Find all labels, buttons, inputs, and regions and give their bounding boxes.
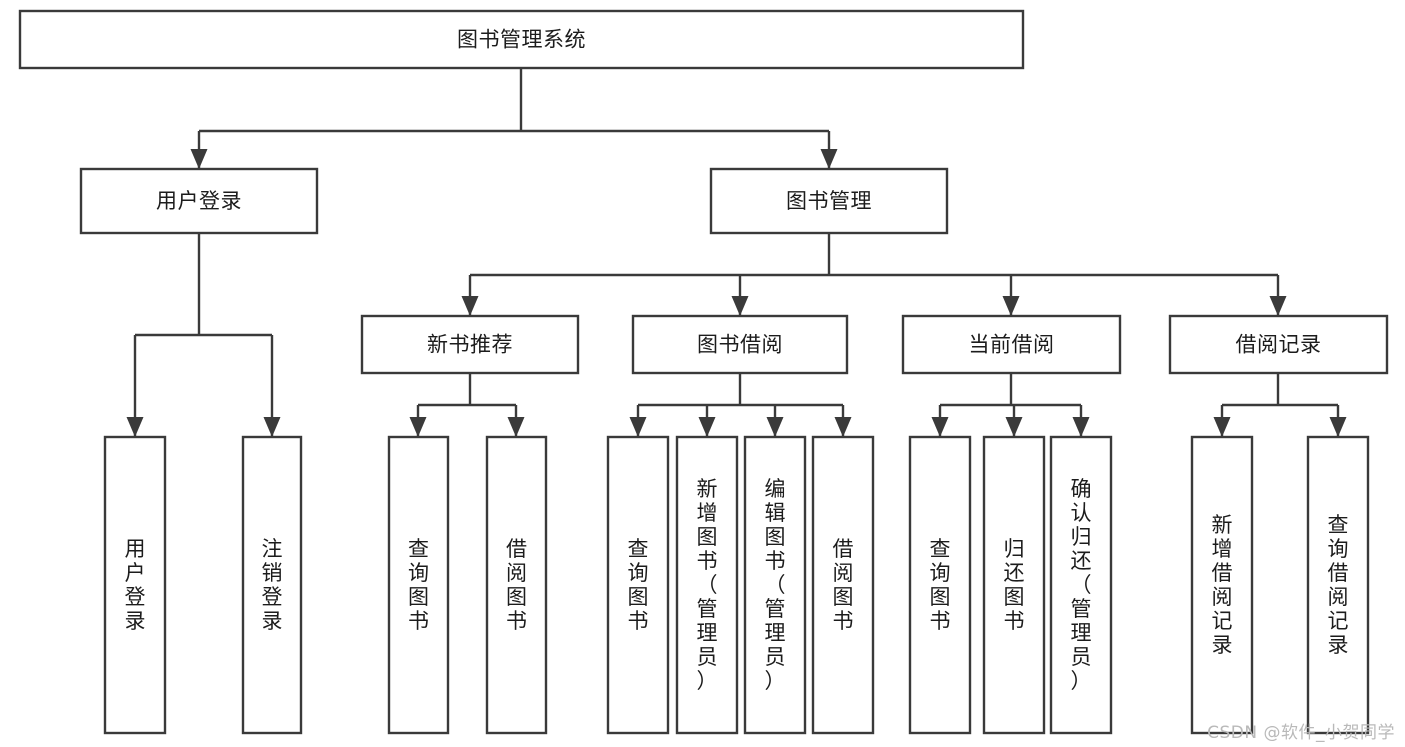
- node-label: 借阅记录: [1236, 333, 1322, 357]
- node-level2-用户登录[interactable]: 用户登录: [79, 167, 319, 235]
- node-label: 借阅图书: [833, 537, 854, 633]
- node-rect: [901, 314, 1122, 375]
- node-rect: [1306, 435, 1370, 735]
- node-leaf-确认归还（管理员）[interactable]: 确认归还（管理员）: [1049, 435, 1113, 735]
- node-label: 查询借阅记录: [1328, 513, 1349, 657]
- arrow-head-icon: [1005, 417, 1023, 437]
- node-label: 新增图书（管理员）: [697, 477, 718, 693]
- node-rect: [360, 314, 580, 375]
- node-label: 确认归还（管理员）: [1071, 477, 1092, 693]
- node-leaf-借阅图书[interactable]: 借阅图书: [485, 435, 548, 735]
- node-rect: [18, 9, 1025, 70]
- arrow-head-icon: [931, 417, 949, 437]
- node-leaf-查询借阅记录[interactable]: 查询借阅记录: [1306, 435, 1370, 735]
- node-level3-图书借阅[interactable]: 图书借阅: [631, 314, 849, 375]
- node-leaf-查询图书[interactable]: 查询图书: [908, 435, 972, 735]
- arrow-head-icon: [1269, 296, 1287, 316]
- node-rect: [606, 435, 670, 735]
- node-rect: [79, 167, 319, 235]
- node-label: 用户登录: [125, 537, 146, 633]
- node-root-图书管理系统[interactable]: 图书管理系统: [18, 9, 1025, 70]
- node-level3-新书推荐[interactable]: 新书推荐: [360, 314, 580, 375]
- arrow-head-icon: [461, 296, 479, 316]
- arrow-head-icon: [263, 417, 281, 437]
- node-leaf-注销登录[interactable]: 注销登录: [241, 435, 303, 735]
- node-label: 借阅图书: [506, 537, 527, 633]
- node-leaf-用户登录[interactable]: 用户登录: [103, 435, 167, 735]
- node-label: 图书借阅: [697, 333, 783, 357]
- arrow-head-icon: [698, 417, 716, 437]
- arrow-head-icon: [126, 417, 144, 437]
- node-label: 图书管理系统: [457, 28, 586, 52]
- node-rect: [485, 435, 548, 735]
- arrow-head-icon: [1002, 296, 1020, 316]
- arrow-head-icon: [820, 149, 838, 169]
- node-leaf-新增图书（管理员）[interactable]: 新增图书（管理员）: [675, 435, 739, 735]
- node-level3-借阅记录[interactable]: 借阅记录: [1168, 314, 1389, 375]
- arrow-head-icon: [766, 417, 784, 437]
- arrow-head-icon: [629, 417, 647, 437]
- node-leaf-查询图书[interactable]: 查询图书: [387, 435, 450, 735]
- arrow-head-icon: [1213, 417, 1231, 437]
- node-leaf-新增借阅记录[interactable]: 新增借阅记录: [1190, 435, 1254, 735]
- node-rect: [1049, 435, 1113, 735]
- node-leaf-借阅图书[interactable]: 借阅图书: [811, 435, 875, 735]
- connector-layer: [126, 68, 1347, 437]
- node-leaf-归还图书[interactable]: 归还图书: [982, 435, 1046, 735]
- node-rect: [908, 435, 972, 735]
- node-label: 查询图书: [628, 537, 649, 633]
- node-level3-当前借阅[interactable]: 当前借阅: [901, 314, 1122, 375]
- arrow-head-icon: [1072, 417, 1090, 437]
- node-rect: [743, 435, 807, 735]
- node-rect: [1190, 435, 1254, 735]
- node-leaf-查询图书[interactable]: 查询图书: [606, 435, 670, 735]
- node-rect: [387, 435, 450, 735]
- node-leaf-编辑图书（管理员）[interactable]: 编辑图书（管理员）: [743, 435, 807, 735]
- node-level2-图书管理[interactable]: 图书管理: [709, 167, 949, 235]
- node-rect: [631, 314, 849, 375]
- node-label: 查询图书: [930, 537, 951, 633]
- arrow-head-icon: [1329, 417, 1347, 437]
- node-layer: 图书管理系统用户登录图书管理新书推荐图书借阅当前借阅借阅记录用户登录注销登录查询…: [18, 9, 1389, 735]
- node-rect: [241, 435, 303, 735]
- node-label: 新书推荐: [427, 333, 513, 357]
- node-label: 当前借阅: [969, 333, 1055, 357]
- arrow-head-icon: [409, 417, 427, 437]
- arrow-head-icon: [190, 149, 208, 169]
- node-label: 新增借阅记录: [1212, 513, 1233, 657]
- csdn-watermark: CSDN @软件_小贺同学: [1207, 723, 1395, 743]
- node-label: 用户登录: [156, 189, 242, 213]
- node-rect: [811, 435, 875, 735]
- node-rect: [709, 167, 949, 235]
- arrow-head-icon: [731, 296, 749, 316]
- arrow-head-icon: [834, 417, 852, 437]
- node-rect: [1168, 314, 1389, 375]
- node-label: 查询图书: [408, 537, 429, 633]
- node-label: 编辑图书（管理员）: [765, 477, 786, 693]
- arrow-head-icon: [507, 417, 525, 437]
- node-label: 图书管理: [786, 189, 872, 213]
- node-rect: [103, 435, 167, 735]
- node-label: 归还图书: [1004, 537, 1025, 633]
- node-label: 注销登录: [262, 537, 283, 633]
- node-rect: [982, 435, 1046, 735]
- node-rect: [675, 435, 739, 735]
